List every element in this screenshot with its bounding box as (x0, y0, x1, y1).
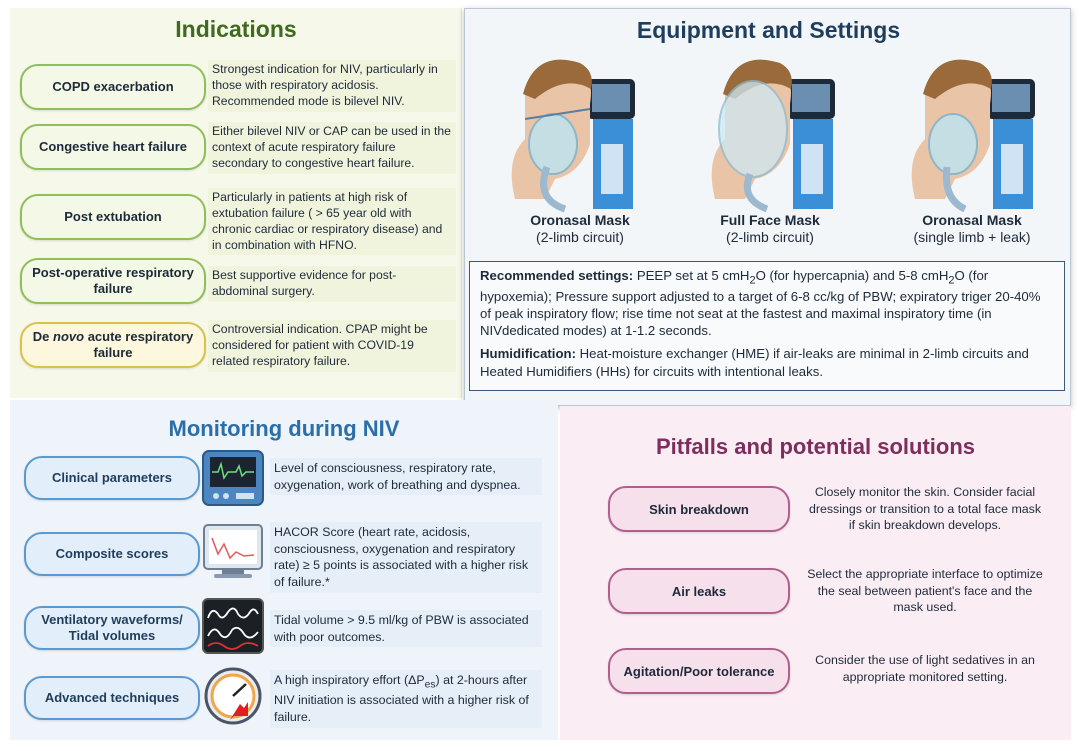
indication-label: Post extubation (64, 208, 162, 224)
score-chart-monitor-icon (203, 524, 263, 578)
pitfall-text: Select the appropriate interface to opti… (807, 567, 1043, 615)
monitoring-text: HACOR Score (heart rate, acidosis, consc… (270, 522, 542, 593)
monitoring-label: Clinical parameters (52, 469, 172, 485)
pitfalls-title: Pitfalls and potential solutions (655, 434, 976, 459)
indication-post-operative: Post-operative respiratory failure (20, 258, 206, 304)
pitfall-skin-breakdown: Skin breakdown (608, 486, 790, 532)
subscript: 2 (948, 274, 955, 287)
subscript: es (424, 679, 436, 691)
monitoring-title: Monitoring during NIV (168, 416, 400, 441)
pitfall-label: Air leaks (671, 583, 727, 599)
recommended-settings: Recommended settings: PEEP set at 5 cmH2… (480, 267, 1054, 339)
indication-text: Controversial indication. CPAP might be … (208, 320, 456, 372)
monitoring-text: A high inspiratory effort (ΔPes) at 2-ho… (270, 670, 542, 728)
settings-text: PEEP set at 5 cmH (633, 268, 750, 283)
monitoring-text: Tidal volume > 9.5 ml/kg of PBW is assoc… (270, 610, 542, 648)
pitfall-label: Skin breakdown (649, 501, 749, 517)
indications-title: Indications (175, 16, 297, 42)
monitoring-ventilatory-waveforms: Ventilatory waveforms/ Tidal volumes (24, 606, 200, 650)
indication-text: Best supportive evidence for post-abdomi… (208, 266, 456, 302)
monitoring-text: Level of consciousness, respiratory rate… (270, 458, 542, 496)
indication-label: Congestive heart failure (38, 138, 188, 154)
indication-text: Strongest indication for NIV, particular… (208, 60, 456, 112)
label-part: acute respiratory failure (84, 328, 194, 360)
monitoring-clinical-parameters: Clinical parameters (24, 456, 200, 500)
oronasal-mask-illustration (511, 59, 635, 213)
pitfalls-panel: Pitfalls and potential solutions Skin br… (560, 406, 1071, 740)
monitoring-label: Composite scores (55, 545, 169, 561)
mask-label-full-face: Full Face Mask (2-limb circuit) (675, 212, 865, 246)
pitfall-agitation: Agitation/Poor tolerance (608, 648, 790, 694)
oronasal-mask-single-limb-illustration (911, 59, 1035, 213)
mask-label-oronasal-single-limb: Oronasal Mask (single limb + leak) (877, 212, 1067, 246)
mask-name: Oronasal Mask (922, 212, 1022, 228)
pitfall-text: Closely monitor the skin. Consider facia… (808, 485, 1042, 533)
humidification-text: Heat-moisture exchanger (HME) if air-lea… (480, 346, 1029, 379)
indications-panel: Indications COPD exacerbation Strongest … (10, 8, 462, 398)
equipment-title: Equipment and Settings (636, 17, 901, 43)
indication-label: Post-operative respiratory failure (32, 264, 194, 296)
mask-label-oronasal-2-limb: Oronasal Mask (2-limb circuit) (485, 212, 675, 246)
pitfall-label: Agitation/Poor tolerance (623, 663, 775, 679)
monitoring-panel: Monitoring during NIV Clinical parameter… (10, 400, 558, 740)
monitoring-label: Advanced techniques (44, 689, 180, 705)
full-face-mask-illustration (711, 59, 835, 213)
indication-de-novo: De novo acute respiratory failure (20, 322, 206, 368)
settings-box: Recommended settings: PEEP set at 5 cmH2… (469, 261, 1065, 391)
indication-post-extubation: Post extubation (20, 194, 206, 240)
indication-text: Particularly in patients at high risk of… (208, 188, 456, 256)
mask-circuit: (single limb + leak) (913, 229, 1031, 246)
indication-label: De novo acute respiratory failure (30, 329, 196, 362)
monitoring-label: Ventilatory waveforms/ Tidal volumes (41, 611, 183, 643)
settings-text: O (for hypoxemia); Pressure support adju… (480, 268, 1041, 339)
monitoring-advanced-techniques: Advanced techniques (24, 676, 200, 720)
equipment-panel: Equipment and Settings Oronasal Mask (2-… (464, 8, 1071, 406)
humidification: Humidification: Heat-moisture exchanger … (480, 345, 1054, 379)
monitoring-text-part: ) at 2-hours after NIV initiation is ass… (274, 673, 529, 725)
humidification-label: Humidification: (480, 346, 576, 362)
subscript: 2 (749, 274, 756, 287)
indication-label: COPD exacerbation (52, 78, 174, 94)
pitfall-text: Consider the use of light sedatives in a… (815, 653, 1035, 684)
indication-text: Either bilevel NIV or CAP can be used in… (208, 122, 456, 174)
pitfall-air-leaks: Air leaks (608, 568, 790, 614)
indication-copd: COPD exacerbation (20, 64, 206, 110)
mask-name: Full Face Mask (720, 212, 820, 228)
label-italic: novo (53, 328, 85, 344)
patient-monitor-icon (202, 450, 264, 506)
pressure-gauge-icon (204, 667, 262, 725)
monitoring-composite-scores: Composite scores (24, 532, 200, 576)
mask-name: Oronasal Mask (530, 212, 630, 228)
mask-circuit: (2-limb circuit) (536, 229, 624, 246)
waveform-monitor-icon (202, 598, 264, 654)
settings-text: O (for hypercapnia) and 5-8 cmH (755, 268, 949, 283)
label-part: De (32, 328, 54, 344)
mask-circuit: (2-limb circuit) (726, 229, 814, 246)
indication-chf: Congestive heart failure (20, 124, 206, 170)
monitoring-text-part: A high inspiratory effort (ΔP (274, 673, 425, 687)
recommended-settings-label: Recommended settings: (480, 268, 634, 283)
